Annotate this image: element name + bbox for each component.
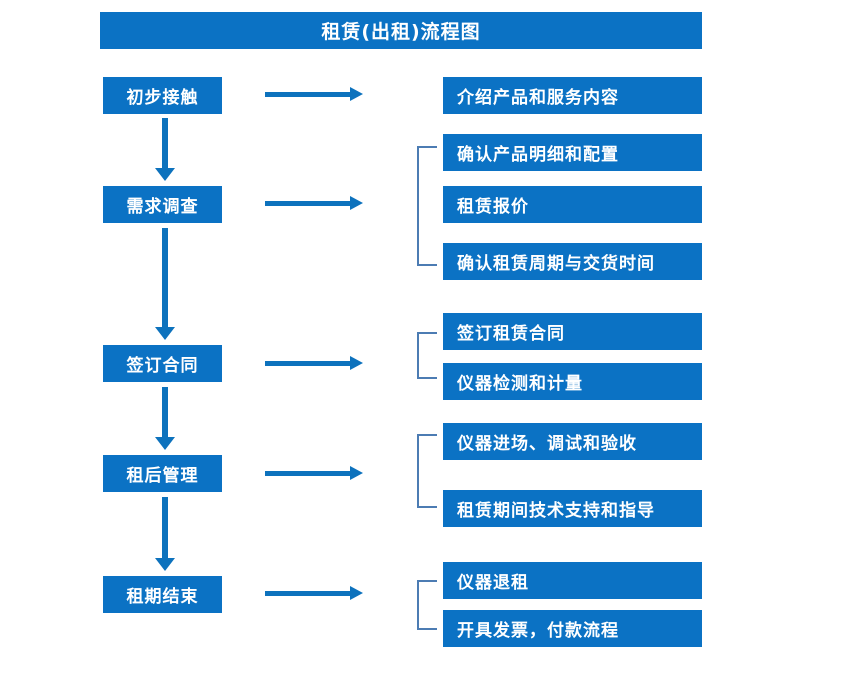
right-arrow-icon-stage4 — [265, 466, 363, 480]
right-arrow-icon-stage2 — [265, 196, 363, 210]
arrow-head — [350, 466, 363, 480]
detail-box-technical-support: 租赁期间技术支持和指导 — [443, 490, 702, 527]
detail-box-instrument-entry-commissioning: 仪器进场、调试和验收 — [443, 423, 702, 460]
detail-box-instrument-return: 仪器退租 — [443, 562, 702, 599]
arrow-shaft — [162, 497, 168, 558]
arrow-shaft — [265, 471, 351, 476]
detail-box-instrument-inspection: 仪器检测和计量 — [443, 363, 702, 400]
arrow-shaft — [265, 591, 351, 596]
arrow-head — [155, 327, 175, 340]
detail-box-introduce-products: 介绍产品和服务内容 — [443, 77, 702, 114]
arrow-shaft — [162, 118, 168, 168]
group-bracket-sign-contract — [417, 332, 437, 379]
arrow-shaft — [162, 228, 168, 327]
stage-box-needs-survey: 需求调查 — [103, 186, 222, 223]
stage-box-lease-end: 租期结束 — [103, 576, 222, 613]
arrow-head — [155, 168, 175, 181]
detail-box-confirm-product-details: 确认产品明细和配置 — [443, 134, 702, 171]
arrow-head — [155, 558, 175, 571]
group-bracket-lease-end — [417, 580, 437, 630]
arrow-shaft — [265, 201, 351, 206]
arrow-head — [350, 87, 363, 101]
arrow-shaft — [265, 92, 351, 97]
group-bracket-post-lease-management — [417, 434, 437, 508]
detail-box-lease-quotation: 租赁报价 — [443, 186, 702, 223]
arrow-shaft — [162, 387, 168, 437]
arrow-head — [155, 437, 175, 450]
detail-box-sign-lease-contract: 签订租赁合同 — [443, 313, 702, 350]
down-arrow-icon-stage1-to-stage2 — [155, 118, 175, 181]
diagram-title: 租赁(出租)流程图 — [100, 12, 702, 49]
right-arrow-icon-stage5 — [265, 586, 363, 600]
arrow-head — [350, 586, 363, 600]
detail-box-invoice-payment: 开具发票，付款流程 — [443, 610, 702, 647]
group-bracket-needs-survey — [417, 146, 437, 266]
down-arrow-icon-stage4-to-stage5 — [155, 497, 175, 571]
right-arrow-icon-stage1 — [265, 87, 363, 101]
right-arrow-icon-stage3 — [265, 356, 363, 370]
stage-box-post-lease-management: 租后管理 — [103, 455, 222, 492]
detail-box-confirm-lease-period: 确认租赁周期与交货时间 — [443, 243, 702, 280]
down-arrow-icon-stage3-to-stage4 — [155, 387, 175, 450]
stage-box-initial-contact: 初步接触 — [103, 77, 222, 114]
stage-box-sign-contract: 签订合同 — [103, 345, 222, 382]
arrow-head — [350, 356, 363, 370]
down-arrow-icon-stage2-to-stage3 — [155, 228, 175, 340]
arrow-shaft — [265, 361, 351, 366]
arrow-head — [350, 196, 363, 210]
